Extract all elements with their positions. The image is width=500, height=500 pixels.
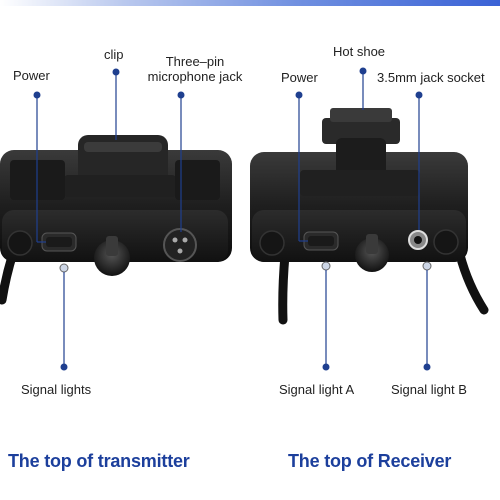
label-signal-lights: Signal lights: [21, 382, 92, 397]
label-three-pin-jack: Three–pin microphone jack: [140, 54, 250, 84]
power-switch-tx: [41, 232, 77, 252]
label-three-pin-line1: Three–pin: [165, 54, 225, 69]
label-clip: clip: [104, 47, 124, 62]
top-gradient-bar: [0, 0, 500, 6]
heading-receiver: The top of Receiver: [288, 451, 452, 471]
label-jack-socket: 3.5mm jack socket: [377, 70, 485, 85]
pointer-lines: [33, 67, 431, 371]
label-signal-light-b: Signal light B: [391, 382, 467, 397]
power-switch-rx: [303, 231, 339, 251]
jack-socket: [408, 230, 428, 250]
three-pin-jack: [163, 228, 197, 262]
label-power-rx: Power: [281, 70, 318, 85]
hot-shoe-shape: [300, 108, 420, 196]
label-three-pin-line2: microphone jack: [147, 69, 243, 84]
label-hot-shoe: Hot shoe: [333, 44, 386, 59]
label-signal-light-a: Signal light A: [279, 382, 355, 397]
transmitter-device: [0, 135, 232, 305]
heading-transmitter: The top of transmitter: [8, 451, 190, 471]
label-power-tx: Power: [13, 68, 50, 83]
receiver-device: [250, 108, 489, 325]
clip-shape: [64, 135, 176, 197]
